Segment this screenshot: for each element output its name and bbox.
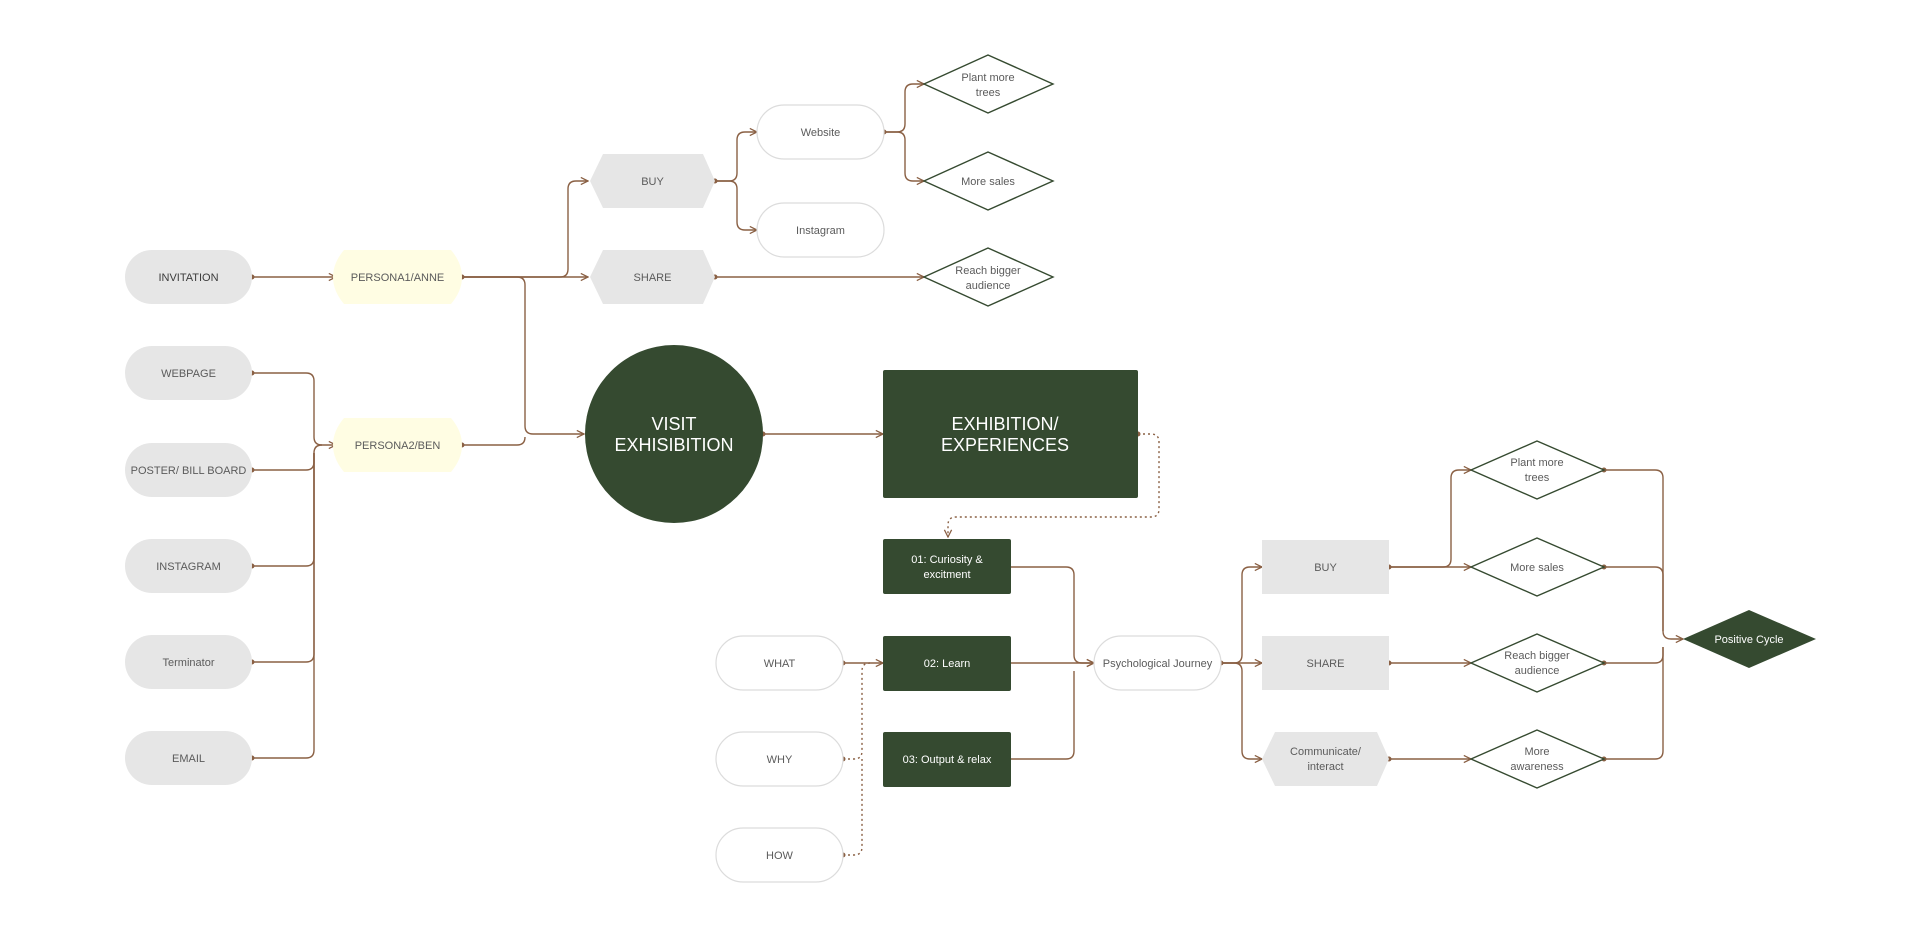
node-label: BUY <box>641 176 664 188</box>
node-label: BUY <box>1314 562 1337 574</box>
node-label: Website <box>801 127 841 139</box>
node-label: More sales <box>1510 562 1564 574</box>
question-what[interactable]: WHAT <box>715 635 844 691</box>
connector-poster-ben <box>252 444 323 471</box>
node-label: awareness <box>1510 761 1564 773</box>
node-label: VISIT <box>651 414 696 434</box>
node-label: Terminator <box>163 657 215 669</box>
source-terminator[interactable]: Terminator <box>125 635 252 689</box>
visit-exhibition-circle[interactable]: VISIT EXHISIBITION <box>585 345 763 523</box>
node-label: EMAIL <box>172 753 205 765</box>
connector-anne-visit <box>462 276 584 434</box>
node-label: WHAT <box>764 658 796 670</box>
node-label: 01: Curiosity & <box>911 554 983 566</box>
node-label: EXPERIENCES <box>941 435 1069 455</box>
node-label: WHY <box>767 754 793 766</box>
node-label: EXHIBITION/ <box>951 414 1058 434</box>
node-label: SHARE <box>634 272 672 284</box>
connector-why-learn <box>843 662 871 760</box>
positive-cycle-diamond[interactable]: Positive Cycle <box>1683 610 1816 668</box>
connector-buy-website <box>715 132 757 182</box>
bottom-more-sales-diamond[interactable]: More sales <box>1469 537 1606 597</box>
connectors <box>252 84 1683 856</box>
node-label: Psychological Journey <box>1103 658 1213 670</box>
node-label: SHARE <box>1307 658 1345 670</box>
node-label: Positive Cycle <box>1714 634 1783 646</box>
connector-sales-cycle <box>1604 566 1664 631</box>
top-share-node[interactable]: SHARE <box>590 250 715 304</box>
connector-buy-instagram <box>715 180 757 230</box>
source-instagram[interactable]: INSTAGRAM <box>125 539 252 593</box>
connector-anne-buy <box>462 181 588 278</box>
node-label: HOW <box>766 850 794 862</box>
connector-webpage-ben <box>252 372 336 445</box>
communicate-node[interactable]: Communicate/ interact <box>1262 732 1389 786</box>
bottom-plant-trees-diamond[interactable]: Plant more trees <box>1469 440 1606 500</box>
connector-journey-buy <box>1221 567 1262 664</box>
node-label: Instagram <box>796 225 845 237</box>
connector-email-ben <box>252 453 315 759</box>
question-how[interactable]: HOW <box>715 827 844 883</box>
source-webpage[interactable]: WEBPAGE <box>125 346 252 400</box>
node-label: More <box>1524 746 1549 758</box>
top-plant-trees-diamond[interactable]: Plant more trees <box>922 54 1055 114</box>
node-label: Plant more <box>961 72 1014 84</box>
top-more-sales-diamond[interactable]: More sales <box>922 151 1055 211</box>
connector-plant-cycle <box>1604 469 1683 639</box>
psychological-journey-node[interactable]: Psychological Journey <box>1093 635 1222 691</box>
exhibition-experiences-box[interactable]: EXHIBITION/ EXPERIENCES <box>883 370 1138 498</box>
connector-ben-visit <box>462 436 526 446</box>
node-label: Plant more <box>1510 457 1563 469</box>
node-label: WEBPAGE <box>161 368 216 380</box>
step-curiosity[interactable]: 01: Curiosity & excitment <box>883 539 1011 594</box>
node-label: trees <box>1525 472 1550 484</box>
connector-output-journey <box>1011 671 1075 760</box>
node-label: 02: Learn <box>924 658 970 670</box>
more-awareness-diamond[interactable]: More awareness <box>1469 729 1606 789</box>
persona-ben[interactable]: PERSONA2/BEN <box>333 418 462 472</box>
node-label: EXHISIBITION <box>614 435 733 455</box>
persona-anne[interactable]: PERSONA1/ANNE <box>333 250 462 304</box>
step-learn[interactable]: 02: Learn <box>883 636 1011 691</box>
node-label: 03: Output & relax <box>903 754 992 766</box>
bottom-buy-node[interactable]: BUY <box>1262 540 1389 594</box>
instagram-node[interactable]: Instagram <box>756 202 885 258</box>
connector-terminator-ben <box>252 453 315 663</box>
top-reach-audience-diamond[interactable]: Reach bigger audience <box>922 247 1055 307</box>
connector-website-plant <box>884 84 924 133</box>
node-label: excitment <box>923 569 970 581</box>
website-node[interactable]: Website <box>756 104 885 160</box>
top-buy-node[interactable]: BUY <box>590 154 715 208</box>
node-label: INVITATION <box>158 272 218 284</box>
node-label: Reach bigger <box>1504 650 1570 662</box>
node-label: audience <box>966 280 1011 292</box>
node-label: interact <box>1307 761 1343 773</box>
source-email[interactable]: EMAIL <box>125 731 252 785</box>
bottom-reach-audience-diamond[interactable]: Reach bigger audience <box>1469 633 1606 693</box>
connector-buy-plant <box>1389 470 1471 568</box>
connector-curiosity-journey <box>1011 566 1094 663</box>
step-output[interactable]: 03: Output & relax <box>883 732 1011 787</box>
source-poster[interactable]: POSTER/ BILL BOARD <box>125 443 252 497</box>
node-label: Reach bigger <box>955 265 1021 277</box>
connector-how-learn <box>843 759 863 856</box>
node-label: Communicate/ <box>1290 746 1362 758</box>
connector-website-sales <box>884 131 924 181</box>
question-why[interactable]: WHY <box>715 731 844 787</box>
node-label: PERSONA2/BEN <box>355 440 441 452</box>
node-label: POSTER/ BILL BOARD <box>131 465 247 477</box>
node-label: trees <box>976 87 1001 99</box>
node-label: INSTAGRAM <box>156 561 221 573</box>
node-label: audience <box>1515 665 1560 677</box>
node-label: PERSONA1/ANNE <box>351 272 445 284</box>
connector-journey-communicate <box>1221 662 1262 759</box>
connector-reach-cycle <box>1604 647 1664 664</box>
source-invitation[interactable]: INVITATION <box>125 250 252 304</box>
bottom-share-node[interactable]: SHARE <box>1262 636 1389 690</box>
node-label: More sales <box>961 176 1015 188</box>
connector-awareness-cycle <box>1604 647 1664 760</box>
